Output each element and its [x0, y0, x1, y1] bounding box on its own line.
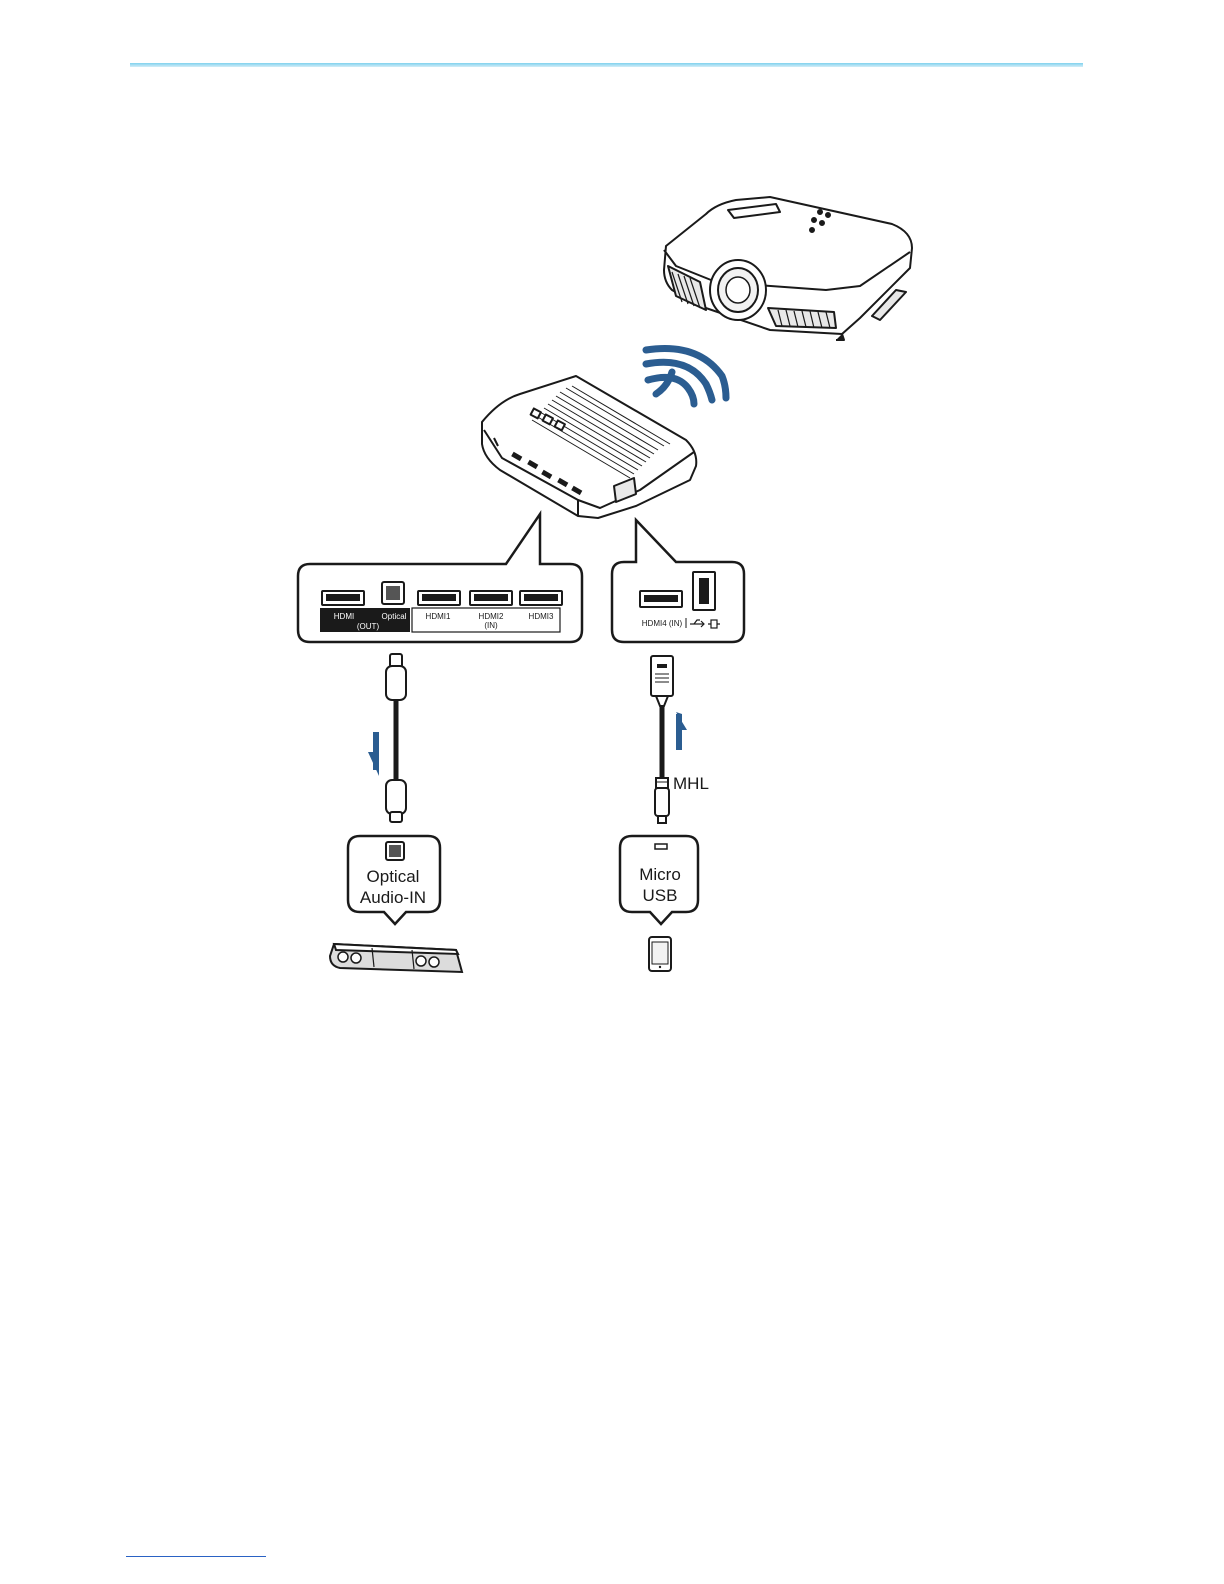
- callout-optical-audio-in: Optical Audio-IN: [348, 836, 440, 924]
- usb-power-port-icon: [693, 572, 715, 610]
- callout-text-micro: Micro: [639, 865, 681, 884]
- optical-cable-icon: [386, 654, 406, 822]
- port-label-hdmi2: HDMI2: [479, 612, 504, 621]
- callout-text-audio-in: Audio-IN: [360, 888, 426, 907]
- hdmi-port-icon: [322, 591, 364, 605]
- callout-micro-usb: Micro USB: [620, 836, 698, 924]
- hdmi-port-icon: [520, 591, 562, 605]
- arrow-up-icon: [676, 712, 687, 750]
- callout-text-optical: Optical: [367, 867, 420, 886]
- callout-panel-right: HDMI4 (IN): [612, 520, 744, 642]
- port-label-optical: Optical: [382, 612, 407, 621]
- smartphone-icon: [649, 937, 671, 971]
- optical-port-icon: [386, 842, 404, 860]
- projector-icon: [664, 197, 912, 340]
- port-label-hdmi4-in: HDMI4 (IN): [642, 619, 683, 628]
- callout-text-usb: USB: [643, 886, 678, 905]
- arrow-down-icon: [368, 732, 379, 776]
- optical-port-icon: [382, 582, 404, 604]
- callout-panel-left: HDMI (OUT) Optical HDMI1 HDMI2 (IN) HDMI…: [298, 514, 582, 642]
- footer-link-underline[interactable]: [126, 1556, 266, 1557]
- media-box-icon: [482, 376, 696, 518]
- port-sublabel-in: (IN): [484, 621, 498, 630]
- port-label-hdmi3: HDMI3: [529, 612, 554, 621]
- hdmi-port-icon: [470, 591, 512, 605]
- cable-label-mhl: MHL: [673, 774, 709, 793]
- soundbar-icon: [330, 944, 462, 972]
- hdmi-port-icon: [640, 591, 682, 607]
- wireless-signal-icon: [646, 348, 726, 404]
- port-label-hdmi-out: HDMI: [334, 612, 354, 621]
- port-sublabel-out: (OUT): [357, 622, 380, 631]
- port-label-hdmi1: HDMI1: [426, 612, 451, 621]
- micro-usb-port-icon: [655, 844, 667, 849]
- hdmi-port-icon: [418, 591, 460, 605]
- mhl-cable-icon: [651, 656, 673, 823]
